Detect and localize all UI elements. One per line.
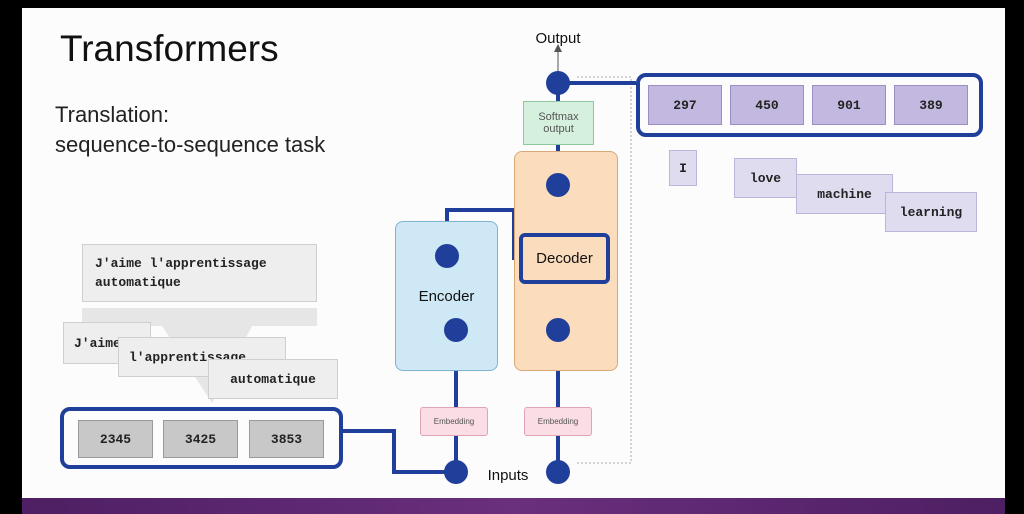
output-word-3: machine: [796, 174, 893, 214]
inputs-dot-encoder: [444, 460, 468, 484]
source-token-3-text: automatique: [230, 371, 316, 387]
output-arrow-head: [554, 44, 562, 52]
input-id-1: 2345: [78, 420, 153, 458]
decoder-output-dot: [546, 173, 570, 197]
softmax-label: Softmax output: [538, 111, 579, 135]
output-word-1: I: [669, 150, 697, 186]
bottom-bar: [22, 498, 1005, 514]
encoder-input-dot: [444, 318, 468, 342]
output-word-2: love: [734, 158, 797, 198]
inputs-dot-decoder: [546, 460, 570, 484]
output-word-4: learning: [885, 192, 977, 232]
decoder-label-box: Decoder: [519, 233, 610, 284]
decoder-label: Decoder: [536, 250, 593, 267]
input-id-3: 3853: [249, 420, 324, 458]
subtitle-line-2: sequence-to-sequence task: [55, 132, 326, 157]
output-id-3: 901: [812, 85, 886, 125]
encoder-block: Encoder: [395, 221, 498, 371]
encoder-embedding: Embedding: [420, 407, 488, 436]
slide: Transformers Translation: sequence-to-se…: [22, 8, 1005, 498]
encoder-output-dot: [435, 244, 459, 268]
inputs-label: Inputs: [487, 466, 529, 484]
source-token-1-text: J'aime: [74, 335, 121, 351]
decoder-embedding: Embedding: [524, 407, 592, 436]
subtitle-line-1: Translation:: [55, 102, 170, 127]
output-id-2: 450: [730, 85, 804, 125]
encoder-embedding-label: Embedding: [433, 417, 475, 426]
slide-title: Transformers: [60, 28, 279, 69]
input-id-2: 3425: [163, 420, 238, 458]
output-id-4: 389: [894, 85, 968, 125]
output-label: Output: [535, 29, 581, 47]
source-sentence: J'aime l'apprentissage automatique: [82, 244, 317, 302]
source-token-3: automatique: [208, 359, 338, 399]
output-id-1: 297: [648, 85, 722, 125]
softmax-box: Softmax output: [523, 101, 594, 145]
decoder-embedding-label: Embedding: [537, 417, 579, 426]
output-dot: [546, 71, 570, 95]
encoder-label: Encoder: [418, 287, 475, 305]
input-to-encoder-line: [343, 429, 456, 474]
decoder-input-dot: [546, 318, 570, 342]
source-sentence-text: J'aime l'apprentissage automatique: [95, 256, 267, 290]
